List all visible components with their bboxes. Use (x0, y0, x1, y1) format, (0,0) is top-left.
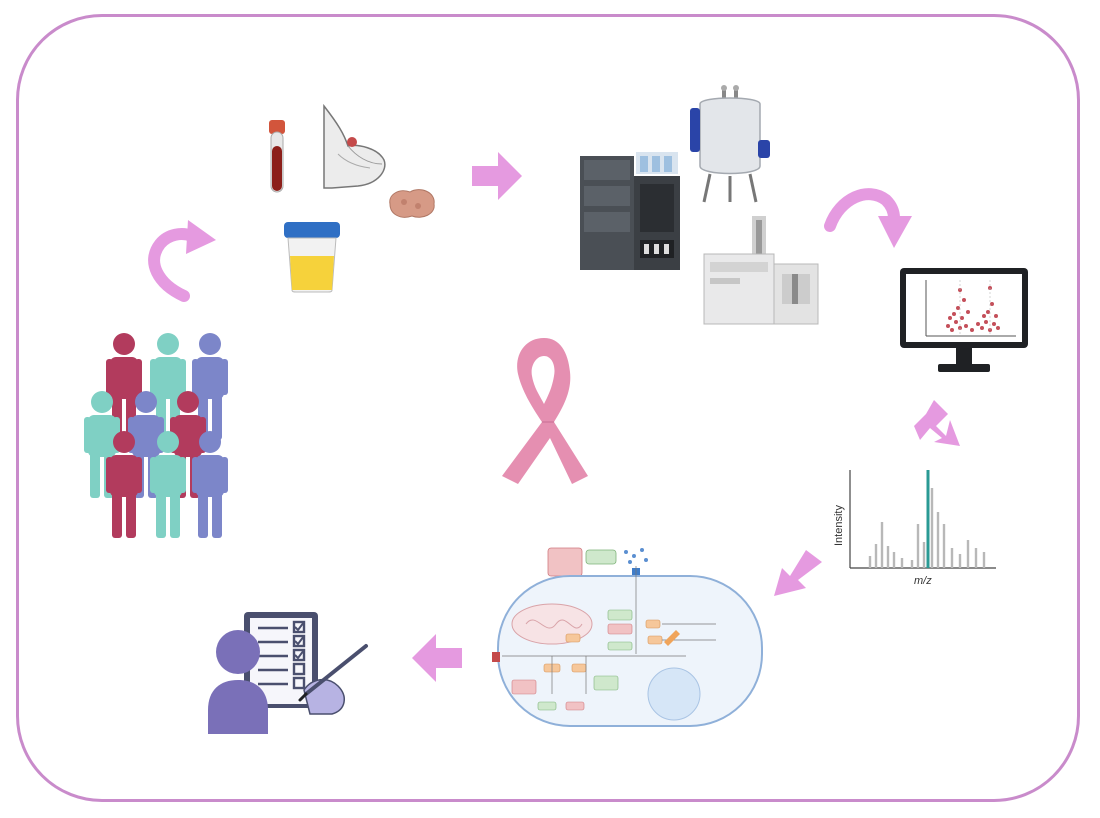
left-arrow-icon (412, 634, 462, 682)
spectrum-x-label: m/z (914, 575, 932, 587)
down-left-arrow-icon (774, 550, 822, 596)
urine-cup-icon (284, 222, 340, 293)
tissue-sample-icon (389, 189, 435, 218)
gc-ms-instrument-icon (703, 216, 819, 325)
blood-tube-icon (269, 120, 285, 193)
rounded-frame (16, 14, 1080, 802)
nmr-spectrometer-icon (690, 85, 770, 203)
spectrum-y-label: Intensity (833, 505, 845, 546)
curved-arrow-icon (148, 220, 216, 302)
down-arrow-icon (914, 400, 960, 446)
monitor-scatter-plot-icon (900, 268, 1028, 372)
clinician-checklist-icon (208, 612, 368, 734)
pink-ribbon-icon (502, 338, 588, 484)
mass-spectrum-icon: Intensity m/z (833, 470, 996, 587)
right-arrow-icon (472, 152, 522, 200)
lc-ms-instrument-icon (580, 152, 680, 270)
cell-pathway-icon (492, 547, 763, 727)
curved-arrow-icon (824, 188, 912, 248)
patient-group-icon (84, 333, 228, 538)
breast-tissue-icon (323, 103, 386, 189)
